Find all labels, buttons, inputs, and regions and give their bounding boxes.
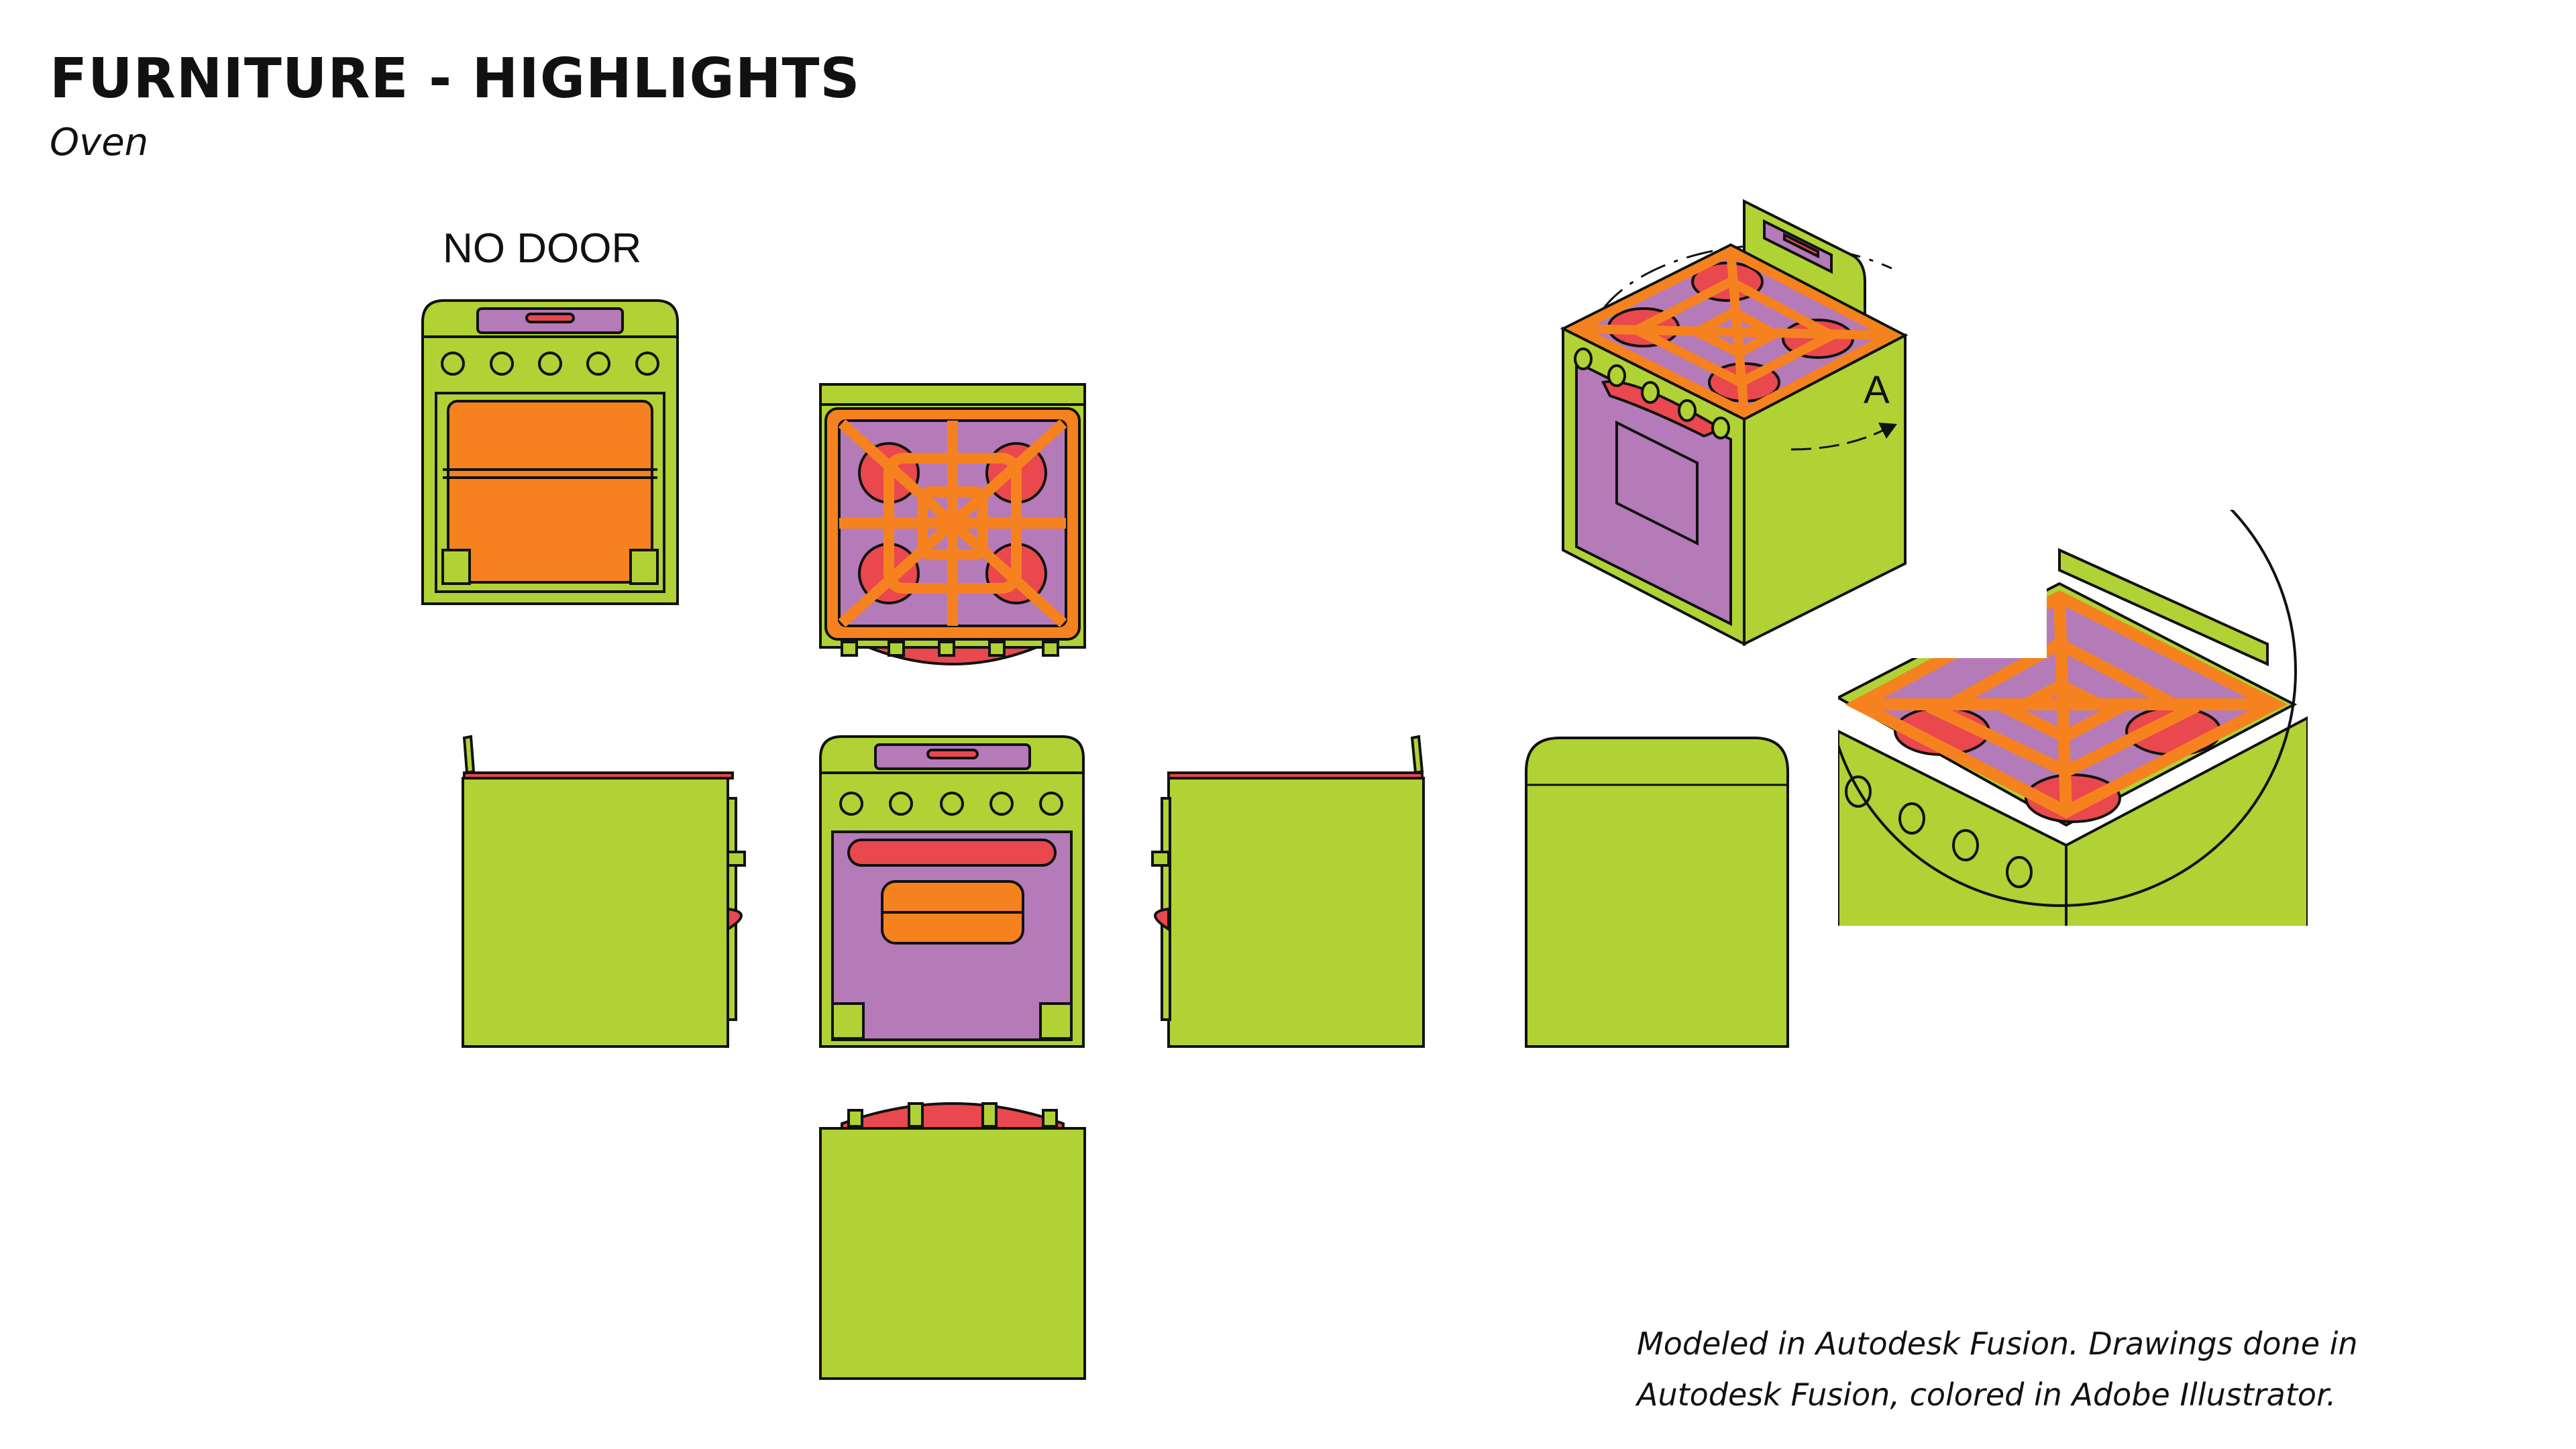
detail-view-a [1838, 510, 2308, 926]
credit-line-2: Autodesk Fusion, colored in Adobe Illust… [1637, 1377, 2337, 1413]
credit-line-1: Modeled in Autodesk Fusion. Drawings don… [1637, 1326, 2358, 1362]
page-title: FURNITURE - HIGHLIGHTS [50, 47, 861, 111]
top-view [819, 383, 1086, 665]
left-side-view [462, 735, 746, 1048]
isometric-view [1560, 199, 1909, 647]
credit-note: Modeled in Autodesk Fusion. Drawings don… [1637, 1318, 2509, 1420]
back-view [1525, 737, 1789, 1048]
front-view [819, 735, 1085, 1048]
detail-a-label: A [1864, 368, 1890, 412]
page-subtitle: Oven [50, 121, 149, 164]
front-view-no-door [421, 299, 679, 605]
right-side-view [1151, 735, 1425, 1048]
no-door-label: NO DOOR [443, 225, 642, 272]
bottom-view [819, 1102, 1086, 1380]
